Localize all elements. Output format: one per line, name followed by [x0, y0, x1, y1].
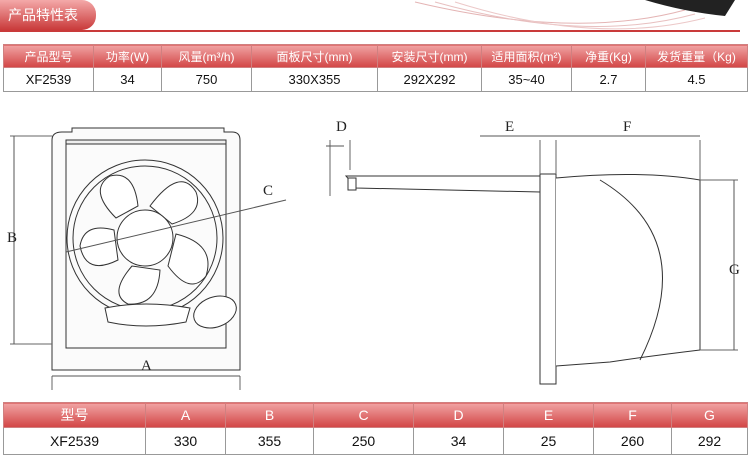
spec-cell-net-weight: 2.7 — [571, 67, 646, 92]
spec-header-panel-size: 面板尺寸(mm) — [251, 44, 378, 68]
dim-cell-f: 260 — [593, 427, 672, 455]
spec-table: 产品型号 功率(W) 风量(m³/h) 面板尺寸(mm) 安装尺寸(mm) 适用… — [3, 44, 748, 92]
dim-header-g: G — [671, 402, 748, 428]
dim-cell-g: 292 — [671, 427, 748, 455]
spec-cell-area: 35~40 — [481, 67, 572, 92]
dimension-label-a: A — [141, 358, 152, 374]
title-divider — [0, 30, 740, 32]
spec-table-row: XF2539 34 750 330X355 292X292 35~40 2.7 … — [3, 67, 748, 92]
dimension-label-e: E — [505, 119, 515, 135]
spec-cell-model: XF2539 — [3, 67, 94, 92]
dimension-label-d: D — [336, 119, 347, 135]
dim-header-a: A — [145, 402, 226, 428]
fan-blades — [79, 174, 209, 305]
dimension-table-header-row: 型号 A B C D E F G — [3, 402, 748, 428]
dimension-table: 型号 A B C D E F G XF2539 330 355 250 34 2… — [3, 402, 748, 455]
dim-cell-c: 250 — [313, 427, 414, 455]
dim-header-d: D — [413, 402, 504, 428]
spec-cell-airflow: 750 — [161, 67, 252, 92]
dim-cell-model: XF2539 — [3, 427, 146, 455]
spec-header-ship-weight: 发货重量（Kg) — [645, 44, 748, 68]
dim-header-c: C — [313, 402, 414, 428]
dim-cell-d: 34 — [413, 427, 504, 455]
spec-header-net-weight: 净重(Kg) — [571, 44, 646, 68]
spec-cell-install-size: 292X292 — [377, 67, 482, 92]
dimension-label-c: C — [263, 183, 274, 199]
dim-header-f: F — [593, 402, 672, 428]
spec-cell-ship-weight: 4.5 — [645, 67, 748, 92]
spec-header-airflow: 风量(m³/h) — [161, 44, 252, 68]
dimension-label-g: G — [729, 262, 740, 278]
dimension-label-b: B — [7, 230, 18, 246]
dimension-table-row: XF2539 330 355 250 34 25 260 292 — [3, 427, 748, 455]
spec-header-area: 适用面积(m²) — [481, 44, 572, 68]
spec-cell-power: 34 — [93, 67, 162, 92]
front-view — [10, 127, 287, 390]
dim-cell-e: 25 — [503, 427, 594, 455]
dim-header-model: 型号 — [3, 402, 146, 428]
dimension-label-f: F — [623, 119, 632, 135]
spec-cell-panel-size: 330X355 — [251, 67, 378, 92]
spec-header-install-size: 安装尺寸(mm) — [377, 44, 482, 68]
side-view — [326, 135, 738, 385]
dim-header-b: B — [225, 402, 314, 428]
spec-header-model: 产品型号 — [3, 44, 94, 68]
fan-dimension-drawing — [10, 127, 738, 390]
decorative-swoosh — [414, 0, 735, 30]
dim-cell-b: 355 — [225, 427, 314, 455]
spec-table-header-row: 产品型号 功率(W) 风量(m³/h) 面板尺寸(mm) 安装尺寸(mm) 适用… — [3, 44, 748, 68]
spec-header-power: 功率(W) — [93, 44, 162, 68]
dim-cell-a: 330 — [145, 427, 226, 455]
page-title: 产品特性表 — [0, 0, 96, 30]
dim-header-e: E — [503, 402, 594, 428]
